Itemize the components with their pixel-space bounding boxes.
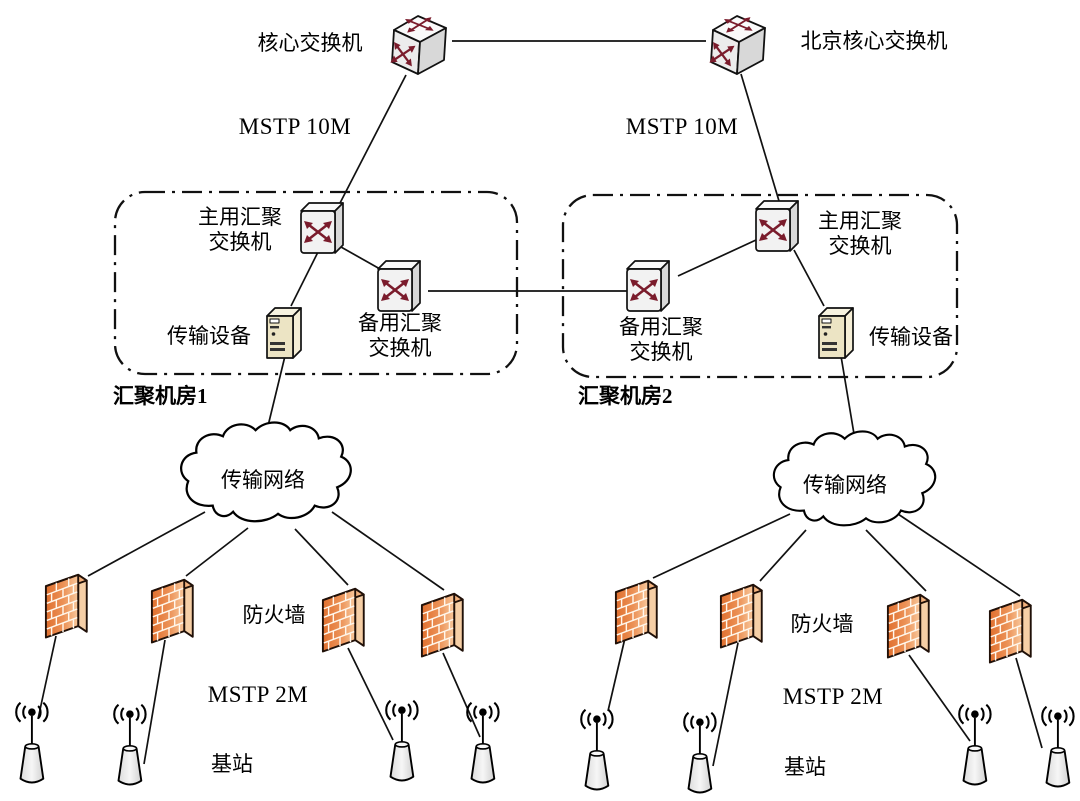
mstp-2m-label-left: MSTP 2M: [207, 682, 309, 707]
mstp-2m-label-right: MSTP 2M: [782, 684, 884, 709]
primary-agg-label-left: 主用汇聚 交换机: [198, 205, 282, 254]
transmission-network-label-right: 传输网络: [803, 473, 887, 497]
agg-room-1-box: [113, 190, 519, 376]
firewall-icon: [886, 593, 930, 659]
agg-room-1-label: 汇聚机房1: [113, 384, 208, 408]
backup-agg-label-left: 备用汇聚 交换机: [358, 311, 442, 360]
firewall-label-left: 防火墙: [242, 603, 306, 627]
primary-agg-switch-icon-left: [301, 203, 343, 253]
transmission-network-label-left: 传输网络: [221, 468, 305, 492]
firewall-icon: [44, 573, 88, 639]
connection-lines: [37, 40, 1043, 767]
core-switch-right-label: 北京核心交换机: [800, 29, 948, 53]
mstp-10m-label-left: MSTP 10M: [238, 114, 352, 139]
firewall-icon: [321, 587, 365, 653]
transmission-device-icon-left: [266, 307, 302, 359]
transmission-device-icon-right: [818, 307, 854, 359]
firewall-label-right: 防火墙: [790, 612, 854, 636]
primary-agg-switch-icon-right: [756, 201, 798, 251]
firewall-icon: [614, 579, 658, 645]
base-station-icon: [1041, 705, 1075, 788]
transmission-device-label-right: 传输设备: [869, 325, 953, 349]
firewall-icon: [150, 578, 194, 644]
base-station-icon: [683, 711, 717, 794]
agg-room-2-box: [561, 193, 959, 379]
base-station-icon: [385, 699, 419, 782]
firewall-icon: [420, 592, 464, 658]
core-switch-left-label: 核心交换机: [257, 31, 363, 55]
transmission-device-label-left: 传输设备: [167, 324, 251, 348]
base-station-icon: [15, 701, 49, 784]
core-switch-icon: [390, 16, 446, 74]
base-station-icon: [958, 703, 992, 786]
backup-agg-switch-icon-left: [378, 261, 420, 311]
firewall-icon: [988, 598, 1032, 664]
firewall-icon: [719, 583, 763, 649]
backup-agg-label-right: 备用汇聚 交换机: [619, 315, 703, 364]
primary-agg-label-right: 主用汇聚 交换机: [818, 209, 902, 258]
backup-agg-switch-icon-right: [627, 261, 669, 311]
base-station-label-left: 基站: [211, 752, 253, 776]
base-station-label-right: 基站: [784, 755, 826, 779]
mstp-10m-label-right: MSTP 10M: [625, 114, 739, 139]
base-station-icon: [113, 703, 147, 786]
agg-room-2-label: 汇聚机房2: [578, 384, 673, 408]
beijing-core-switch-icon: [709, 16, 765, 74]
base-station-icon: [580, 708, 614, 791]
base-station-icon: [466, 701, 500, 784]
